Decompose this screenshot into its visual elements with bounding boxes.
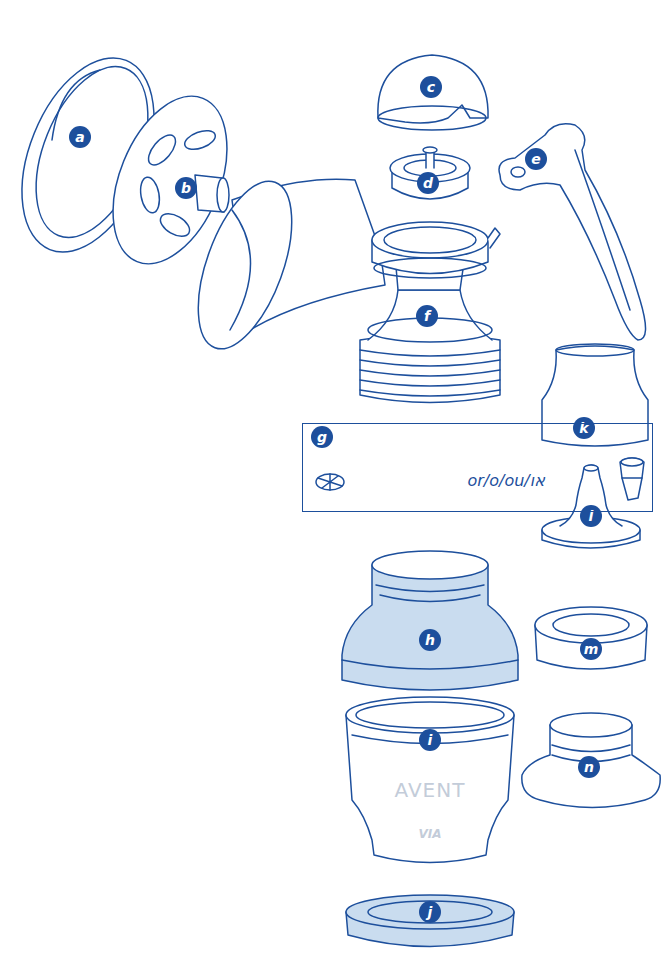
diaphragm-part [390,147,470,199]
callout-letter: e [525,148,547,170]
embossed-brand: VIA [419,827,442,841]
callout-letter: d [417,172,439,194]
callout-letter: f [416,305,438,327]
teat-part [542,465,640,548]
callout-letter: m [580,638,602,660]
bottle-adapter [342,551,518,690]
alternative-box: g or/o/ou/או [302,423,653,512]
callout-letter: l [580,505,602,527]
callout-letter: j [419,901,441,923]
callout-letter: n [578,756,600,778]
alternative-text: or/o/ou/או [468,471,545,491]
screw-ring [535,607,647,669]
handle-part [499,124,646,340]
cap-part [378,55,488,130]
cup-lid [346,895,514,947]
embossed-brand: AVENT [395,778,466,802]
bottle-cap [542,344,648,446]
storage-cup [346,697,514,863]
callout-letter: k [573,417,595,439]
callout-letter: i [419,729,441,751]
callout-letter: h [419,629,441,651]
callout-letter: a [69,126,91,148]
pump-body [179,169,500,402]
callout-letter: g [311,426,333,448]
callout-letter: b [175,177,197,199]
adapter-part [522,713,660,808]
callout-letter: c [420,76,442,98]
